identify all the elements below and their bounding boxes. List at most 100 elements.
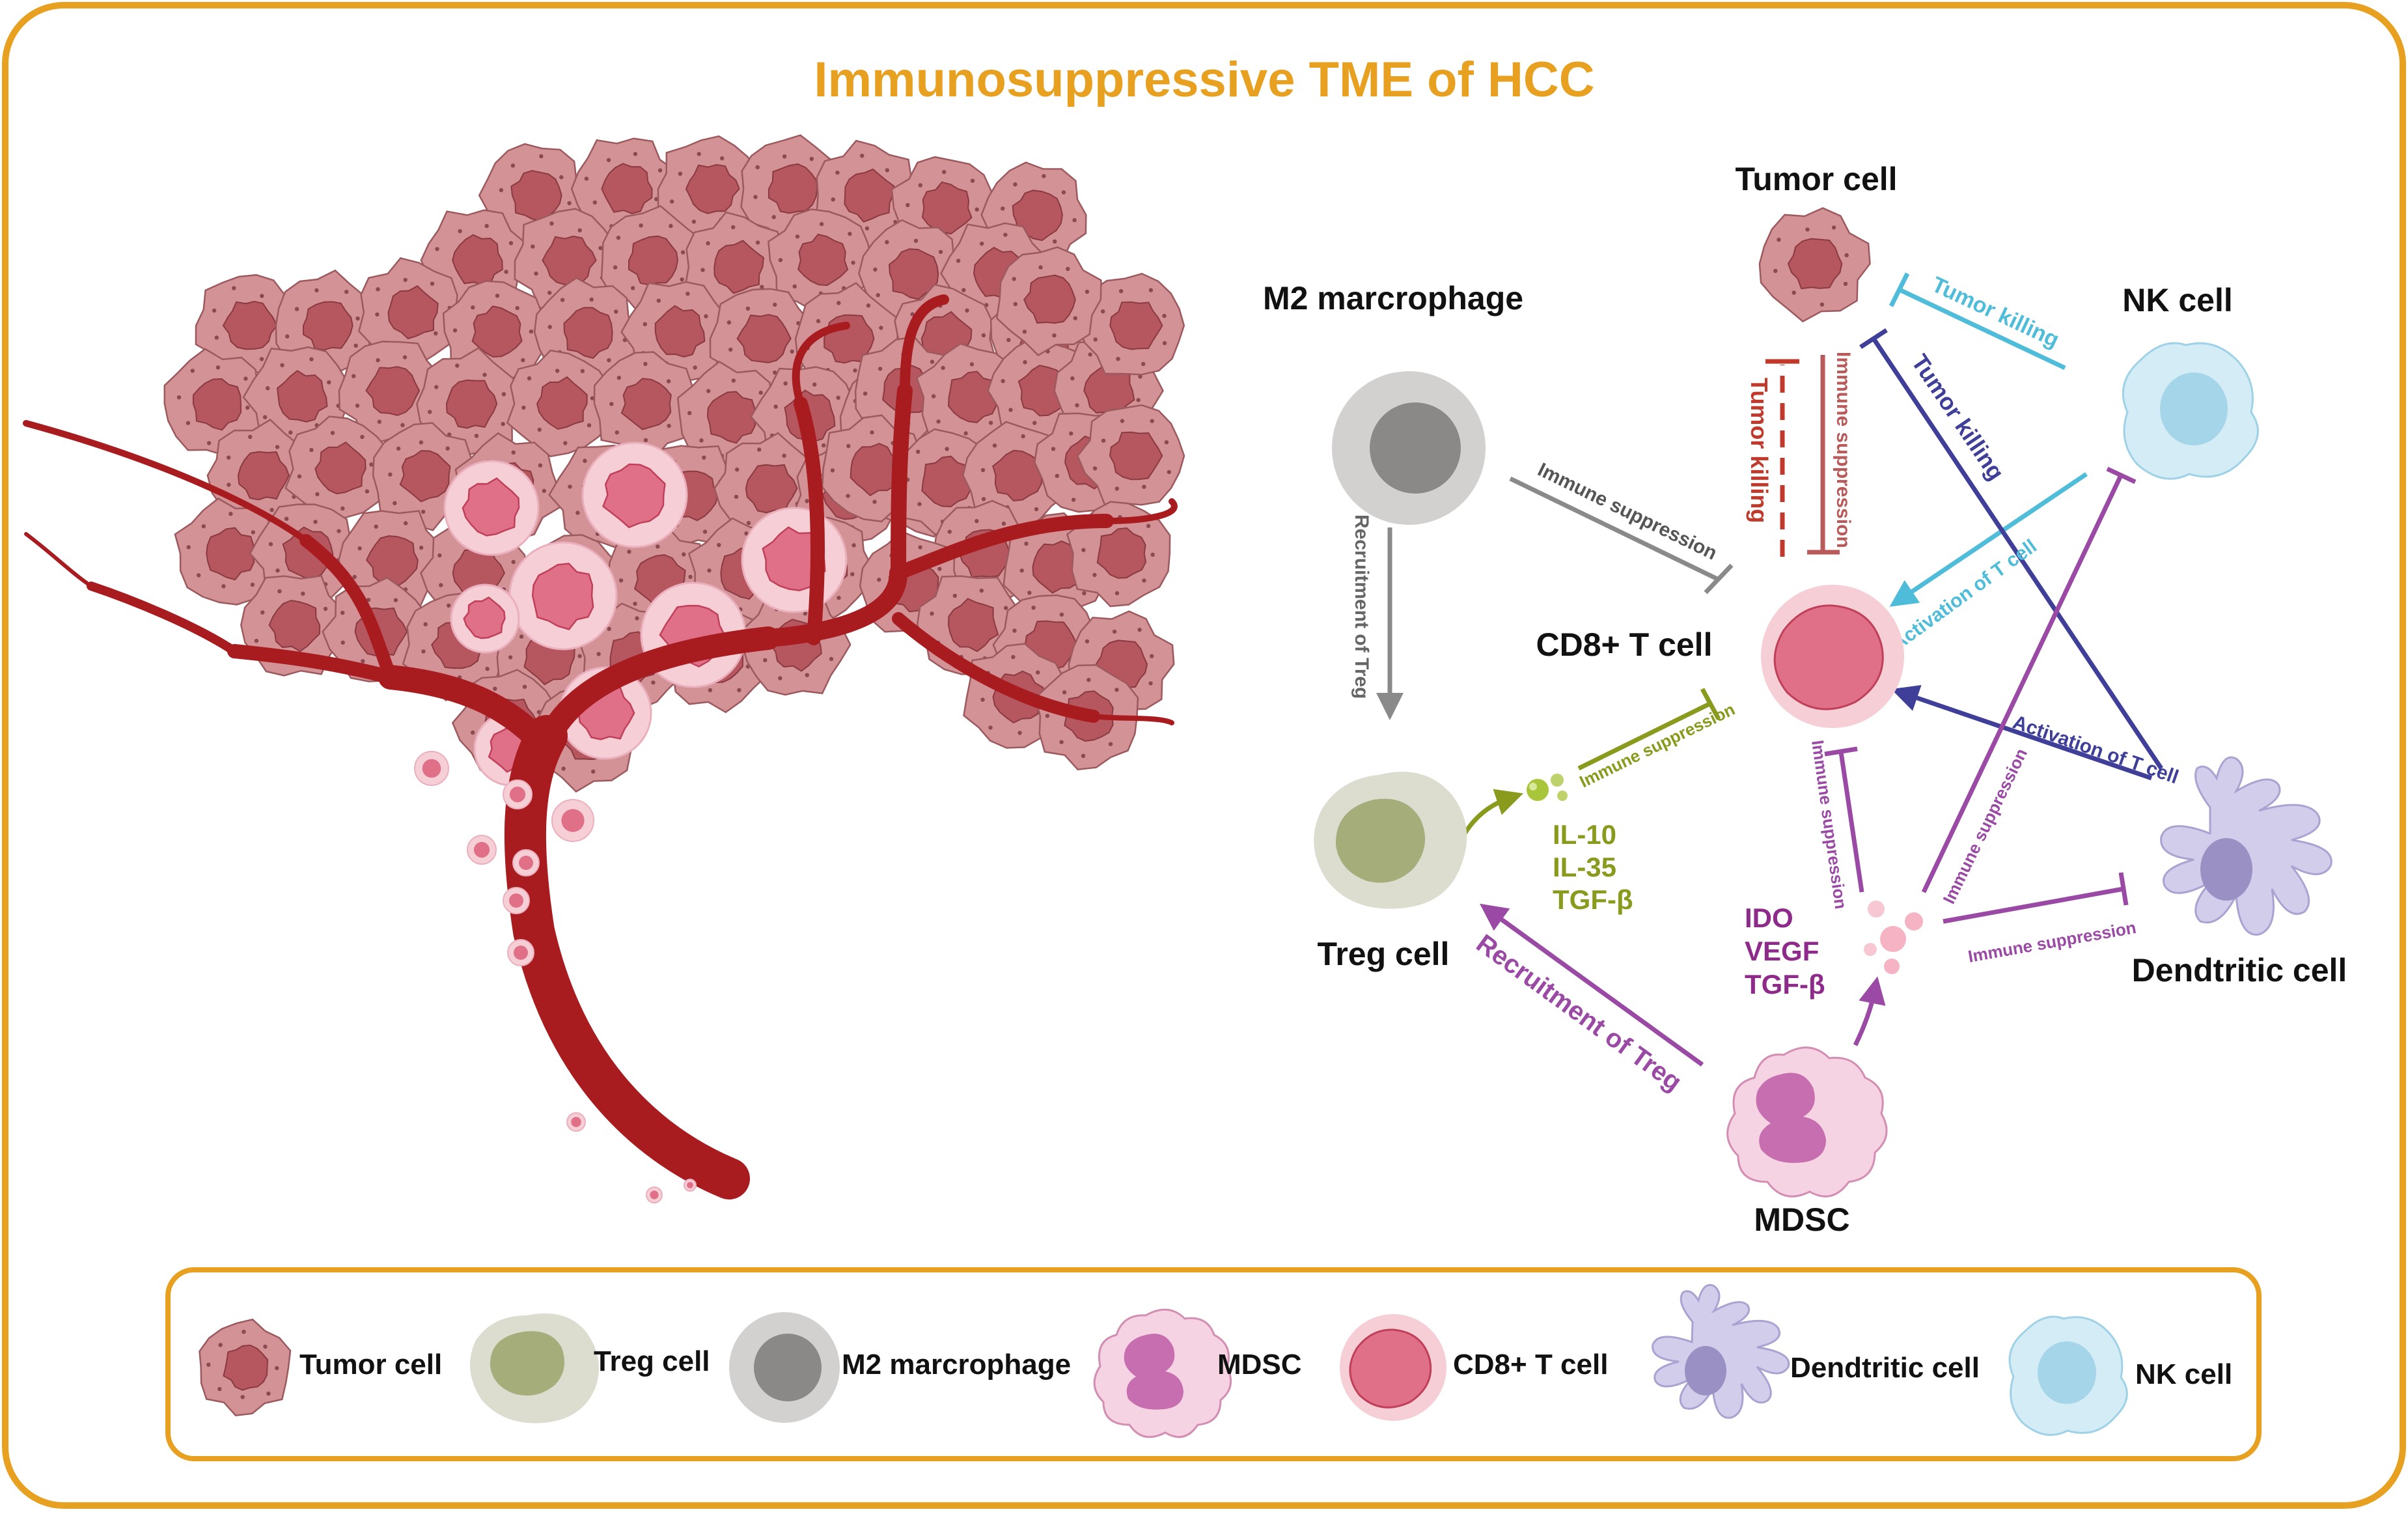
edge-treg-cytokines: [1463, 789, 1523, 835]
legend-treg-cell-icon: [470, 1313, 599, 1423]
node-dendritic-cell: [2160, 756, 2332, 936]
edge-mdsc-cd8: [1838, 751, 1864, 893]
node-cd8-t-cell: [1761, 585, 1904, 728]
factor-mdsc-0: IDO: [1745, 903, 1793, 933]
legend-label-4: CD8+ T cell: [1453, 1349, 1608, 1381]
treg-cytokine-labels: IL-10 IL-35 TGF-β: [1553, 819, 1633, 915]
tumor-mass-cell: [593, 351, 695, 460]
tumor-mass-cell: [163, 348, 268, 456]
legend-tumor-cell-shape: [199, 1318, 292, 1417]
infiltrating-cd8-cell: [581, 442, 688, 548]
label-node-nk: NK cell: [2122, 282, 2233, 318]
label-mdsc-treg: Recruitment of Treg: [1471, 929, 1687, 1097]
tumor-mass-cell: [284, 415, 390, 524]
circulating-cell: [467, 835, 497, 865]
legend-frame: [165, 1267, 2262, 1461]
label-node-cd8: CD8+ T cell: [1536, 626, 1713, 663]
tumor-mass-cell: [1076, 404, 1185, 506]
edge-mdsc-dc: [1943, 886, 2124, 924]
interaction-edges: [1376, 272, 2163, 1067]
tumor-mass-cell: [709, 288, 814, 391]
edge-mdsc-cd8-bar: [1824, 746, 1858, 757]
figure-title: Immunosuppressive TME of HCC: [814, 52, 1594, 107]
legend-dendritic-cell-icon: [1652, 1283, 1790, 1419]
edge-m2-cd8: [1509, 476, 1720, 582]
circulating-cell: [503, 779, 533, 809]
label-node-tumor: Tumor cell: [1735, 161, 1897, 197]
tumor-mass-cell: [676, 360, 782, 470]
node-tumor-cell-shape: [1758, 207, 1871, 323]
label-tumor-cd8-killing: Tumor killing: [1746, 378, 1773, 523]
label-dc-cd8: Activation of T cell: [2010, 711, 2181, 788]
edge-dc-tumor-bar: [1859, 328, 1888, 349]
legend-label-0: Tumor cell: [299, 1349, 442, 1381]
label-node-mdsc: MDSC: [1754, 1201, 1849, 1238]
legend: Tumor cell Treg cell M2 marcrophage MDSC…: [199, 1283, 2232, 1438]
edge-dc-cd8: [1891, 684, 2153, 781]
edge-nk-cd8: [1889, 472, 2088, 607]
cytokine-treg-1: IL-35: [1553, 852, 1616, 882]
edge-nk-tumor: [1898, 287, 2066, 371]
label-m2-cd8: Immune suppression: [1534, 459, 1721, 565]
label-node-m2: M2 marcrophage: [1263, 280, 1523, 316]
circulating-cell: [414, 751, 449, 786]
edge-mdsc-nk-bar: [2106, 466, 2137, 484]
factor-mdsc-2: TGF-β: [1745, 969, 1825, 1000]
edge-treg-cd8: [1577, 701, 1712, 771]
circulating-cells: [414, 751, 697, 1203]
legend-label-6: NK cell: [2135, 1358, 2232, 1390]
legend-label-3: MDSC: [1217, 1349, 1302, 1381]
infiltrating-cd8-cell: [741, 507, 848, 613]
tumor-mass-cell: [995, 246, 1102, 357]
cytokine-treg-0: IL-10: [1553, 819, 1616, 850]
legend-tumor-cell-icon: [199, 1318, 292, 1417]
circulating-cell: [512, 849, 540, 876]
edge-mdsc-dc-bar: [2118, 872, 2129, 906]
edge-treg-cd8-bar: [1700, 688, 1721, 720]
label-mdsc-dc: Immune suppression: [1967, 918, 2138, 966]
node-tumor-cell: [1758, 207, 1871, 323]
edge-m2-cd8-bar: [1704, 563, 1734, 595]
edge-mdsc-nk: [1921, 474, 2124, 893]
label-treg-cd8: Immune suppression: [1576, 699, 1737, 792]
factor-mdsc-1: VEGF: [1745, 936, 1819, 966]
legend-label-1: Treg cell: [594, 1345, 710, 1377]
tumor-mass-cell: [768, 208, 873, 315]
treg-cytokine-dots: [1527, 774, 1568, 801]
node-treg-cell: [1314, 772, 1467, 909]
edge-mdsc-factors: [1853, 976, 1886, 1046]
mdsc-factor-dots: [1864, 901, 1923, 974]
circulating-cell: [684, 1179, 697, 1192]
circulating-cell: [566, 1112, 586, 1132]
circulating-cell: [646, 1186, 663, 1203]
node-mdsc: [1726, 1046, 1888, 1198]
legend-label-2: M2 marcrophage: [842, 1349, 1071, 1381]
infiltrating-cd8-cell: [508, 541, 618, 651]
node-labels: Tumor cell M2 marcrophage NK cell CD8+ T…: [1263, 161, 2347, 1238]
tumor-mass-cell: [506, 349, 611, 458]
label-node-treg: Treg cell: [1318, 936, 1450, 972]
node-m2-macrophage: [1332, 371, 1486, 525]
label-node-dc: Dendtritic cell: [2132, 952, 2347, 988]
tumor-mass-cell: [1076, 272, 1185, 376]
legend-nk-cell-icon: [2008, 1315, 2128, 1437]
label-m2-treg: Recruitment of Treg: [1351, 514, 1372, 699]
infiltrating-cd8-cell: [450, 583, 520, 654]
cytokine-treg-2: TGF-β: [1553, 884, 1633, 915]
circulating-cell: [503, 887, 530, 914]
mdsc-factor-labels: IDO VEGF TGF-β: [1745, 903, 1825, 1000]
legend-label-5: Dendtritic cell: [1790, 1352, 1980, 1384]
legend-mdsc-icon: [1093, 1308, 1232, 1438]
legend-m2-macrophage-icon: [729, 1312, 840, 1423]
circulating-cell: [551, 799, 594, 842]
edge-mdsc-treg: [1479, 903, 1704, 1067]
legend-cd8-t-cell-icon: [1340, 1314, 1446, 1421]
edge-nk-tumor-bar: [1889, 272, 1910, 307]
circulating-cell: [507, 939, 534, 966]
tumor-mass-cell: [416, 346, 522, 458]
edge-dc-tumor: [1872, 337, 2163, 770]
node-nk-cell: [2122, 342, 2259, 480]
